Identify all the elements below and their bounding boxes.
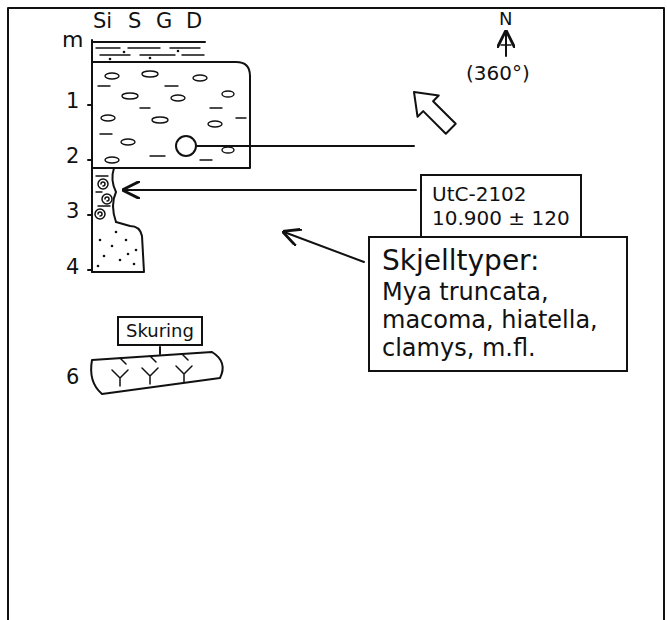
dating-box: UtC-210210.900 ± 120: [420, 174, 582, 238]
box-heading: Skuring: [126, 320, 194, 342]
direction-value: (360°): [466, 62, 530, 84]
grain-size-header: G: [156, 10, 172, 33]
depth-number: 1: [66, 90, 79, 113]
box-heading: Skjelltyper:: [382, 244, 614, 278]
box-text: 10.900 ± 120: [432, 206, 570, 230]
depth-number: 2: [66, 145, 79, 168]
grain-size-header: Si: [93, 10, 112, 33]
grain-size-header: S: [128, 10, 141, 33]
depth-number: 3: [66, 200, 79, 223]
depth-number: 4: [66, 256, 79, 279]
grain-size-header: D: [186, 10, 202, 33]
box-text: Mya truncata, macoma, hiatella, clamys, …: [382, 278, 614, 362]
depth-number: 6: [66, 366, 79, 389]
shell-types-box: Skjelltyper:Mya truncata, macoma, hiatel…: [368, 236, 628, 372]
striation-box: Skuring: [117, 316, 203, 346]
depth-unit: m: [62, 28, 83, 52]
north-label: N: [499, 9, 512, 29]
box-heading: UtC-2102: [432, 182, 570, 206]
